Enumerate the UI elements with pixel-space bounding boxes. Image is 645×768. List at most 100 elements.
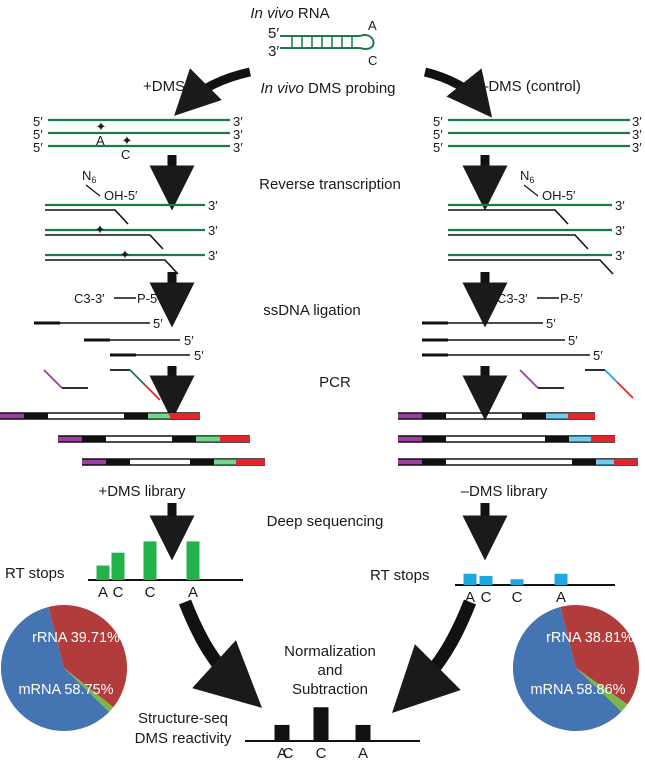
pie-label-1: mRNA 58.75% (18, 682, 113, 698)
position-tick-label: C (512, 589, 523, 606)
hairpin-loop-a: A (368, 18, 377, 33)
probing-label: In vivo DMS probing (260, 80, 395, 97)
rna-hairpin (280, 34, 375, 50)
position-tick-label: C (283, 745, 294, 762)
minus-dms-library-label: –DMS library (461, 483, 548, 500)
left-pcr-primers (43, 369, 161, 401)
step-and: and (317, 662, 342, 679)
left-cdna-fragments (34, 321, 190, 357)
minus-dms-arrow (423, 67, 493, 118)
dms-reactivity-label: DMS reactivity (135, 730, 232, 747)
pie-slice-mrna (1, 606, 110, 731)
right-frag1-five: 5′ (546, 316, 556, 331)
rt-stop-bar (186, 541, 200, 580)
right-frag3-five: 5′ (593, 348, 603, 363)
left-linker-p: P-5′ (137, 291, 160, 306)
right-rt3-three: 3′ (615, 248, 625, 263)
left-rna3-five: 5′ (33, 140, 43, 155)
structure-seq-label: Structure-seq (138, 710, 228, 727)
position-tick-label: C (113, 584, 124, 601)
right-rt-stops-label: RT stops (370, 567, 429, 584)
left-rna1-three: 3′ (233, 114, 243, 129)
left-primer-link (85, 184, 101, 197)
right-cdna-fragments (422, 321, 590, 357)
right-primer-oh: OH-5′ (542, 188, 576, 203)
right-rt1-three: 3′ (615, 198, 625, 213)
plus-dms-library-label: +DMS library (98, 483, 186, 500)
right-rt-duplexes (448, 203, 614, 275)
right-rt2-three: 3′ (615, 223, 625, 238)
position-tick-label: A (465, 589, 475, 606)
rt-stop-mark-1: ✦ (95, 222, 106, 237)
right-rna2-three: 3′ (632, 127, 642, 142)
plus-dms-library-pie: rRNA 39.71% mRNA 58.75% (1, 605, 128, 731)
minus-dms-label: –DMS (control) (480, 78, 581, 95)
right-primer-link (523, 184, 539, 197)
rt-stop-bar (143, 541, 157, 580)
right-rna1-three: 3′ (632, 114, 642, 129)
right-pcr-primers (519, 369, 634, 399)
right-normalization-arrow (392, 599, 477, 713)
right-rna-strands (448, 118, 630, 148)
rt-stop-bar (355, 724, 371, 741)
left-linker-c3: C3-3′ (74, 291, 105, 306)
right-rna2-five: 5′ (433, 127, 443, 142)
step-ssdna-ligation: ssDNA ligation (263, 302, 361, 319)
hairpin-loop-c: C (368, 53, 377, 68)
pie-slice-other (576, 668, 628, 712)
rt-stop-bar (554, 573, 568, 585)
left-rna2-three: 3′ (233, 127, 243, 142)
left-primer-oh: OH-5′ (104, 188, 138, 203)
modified-base-a: A (96, 133, 105, 148)
right-rna3-five: 5′ (433, 140, 443, 155)
right-primer-n: N6 (520, 168, 534, 185)
left-primer-n: N6 (82, 168, 96, 185)
rt-stop-bar (510, 579, 524, 585)
step-reverse-transcription: Reverse transcription (259, 176, 401, 193)
rt-stop-bar (463, 573, 477, 585)
header-title: In vivo RNA (250, 5, 329, 22)
step-deep-sequencing: Deep sequencing (267, 513, 384, 530)
left-pcr-products (0, 412, 265, 466)
left-rt-stops-label: RT stops (5, 565, 64, 582)
pie-slice-rrna (560, 605, 639, 705)
right-linker-p: P-5′ (560, 291, 583, 306)
left-rna-strands (48, 118, 230, 148)
step-pcr: PCR (319, 374, 351, 391)
position-tick-label: C (481, 589, 492, 606)
pie-slice-mrna (512, 606, 622, 732)
position-tick-label: A (556, 589, 566, 606)
modified-base-c: C (121, 147, 130, 162)
methylation-mark-c: ✦ (122, 133, 133, 148)
right-linker-c3: C3-3′ (497, 291, 528, 306)
left-rt1-three: 3′ (208, 198, 218, 213)
right-rna1-five: 5′ (433, 114, 443, 129)
left-rna1-five: 5′ (33, 114, 43, 129)
left-rt-duplexes (45, 203, 205, 275)
plus-dms-label: +DMS (143, 78, 185, 95)
left-rna2-five: 5′ (33, 127, 43, 142)
position-tick-label: C (145, 584, 156, 601)
pie-slice-rrna (48, 605, 128, 708)
left-frag1-five: 5′ (153, 316, 163, 331)
left-frag3-five: 5′ (194, 348, 204, 363)
right-frag2-five: 5′ (568, 333, 578, 348)
position-tick-label: A (98, 584, 108, 601)
rt-stop-bar (274, 724, 290, 741)
left-rt3-three: 3′ (208, 248, 218, 263)
pie-label-0: rRNA 39.71% (32, 630, 120, 646)
hairpin-three-prime: 3′ (268, 43, 279, 60)
rt-stop-bar (96, 565, 110, 580)
left-rt2-three: 3′ (208, 223, 218, 238)
position-tick-label: A (277, 745, 287, 762)
plus-dms-arrow (174, 67, 251, 116)
position-tick-label: C (316, 745, 327, 762)
pie-slice-other (64, 668, 114, 712)
right-rna3-three: 3′ (632, 140, 642, 155)
step-normalization: Normalization (284, 643, 376, 660)
step-subtraction: Subtraction (292, 681, 368, 698)
right-pcr-products (398, 412, 638, 466)
pie-label-1: mRNA 58.86% (530, 682, 625, 698)
